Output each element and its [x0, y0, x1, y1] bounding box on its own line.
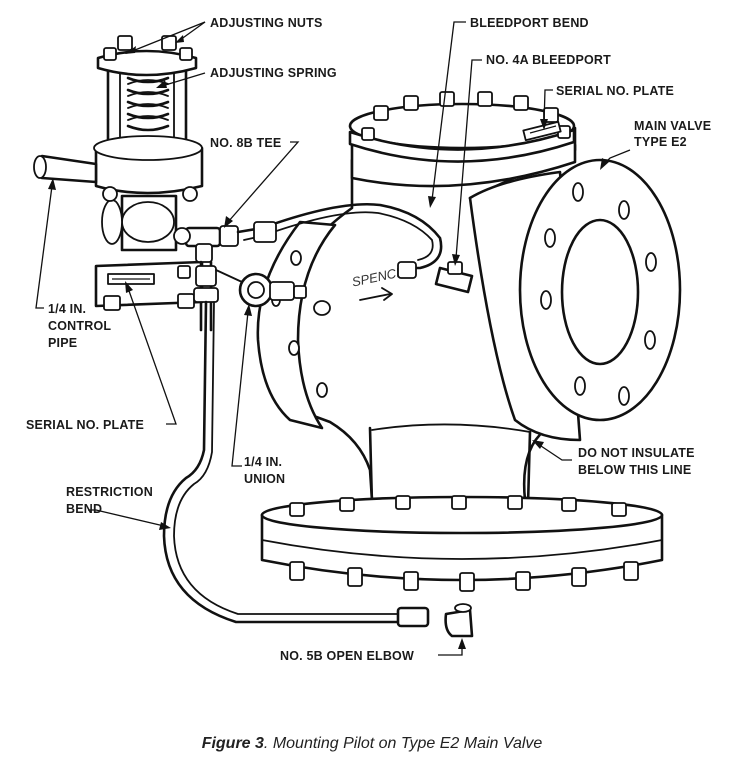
pilot-assembly	[33, 35, 204, 311]
label-main-valve-line2: TYPE E2	[634, 135, 687, 149]
label-serial-plate-left: SERIAL NO. PLATE	[26, 418, 144, 432]
figure-number: Figure 3	[201, 735, 264, 752]
label-main-valve-line1: MAIN VALVE	[634, 119, 711, 133]
label-restriction-line2: BEND	[66, 502, 102, 516]
label-insulate-line1: DO NOT INSULATE	[578, 446, 695, 460]
label-union-line2: UNION	[244, 472, 285, 486]
tubing	[162, 202, 474, 638]
label-tee-8b: NO. 8B TEE	[210, 136, 281, 150]
right-flange	[468, 158, 682, 442]
label-control-pipe-line2: CONTROL	[48, 319, 111, 333]
label-elbow-5b: NO. 5B OPEN ELBOW	[280, 649, 414, 663]
label-serial-plate-top: SERIAL NO. PLATE	[556, 84, 674, 98]
leader-lines	[35, 21, 631, 656]
label-control-pipe-line3: PIPE	[48, 336, 77, 350]
top-bonnet	[348, 91, 577, 188]
bottom-flange	[260, 495, 664, 592]
label-insulate-line2: BELOW THIS LINE	[578, 463, 691, 477]
label-adjusting-nuts: ADJUSTING NUTS	[210, 16, 323, 30]
label-union-line1: 1/4 IN.	[244, 455, 282, 469]
label-bleedport-4a: NO. 4A BLEEDPORT	[486, 53, 611, 67]
label-adjusting-spring: ADJUSTING SPRING	[210, 66, 337, 80]
label-control-pipe-line1: 1/4 IN.	[48, 302, 86, 316]
label-restriction-line1: RESTRICTION	[66, 485, 153, 499]
figure-caption: Figure 3. Mounting Pilot on Type E2 Main…	[0, 735, 744, 753]
figure-caption-text: . Mounting Pilot on Type E2 Main Valve	[263, 735, 543, 752]
label-bleedport-bend: BLEEDPORT BEND	[470, 16, 589, 30]
